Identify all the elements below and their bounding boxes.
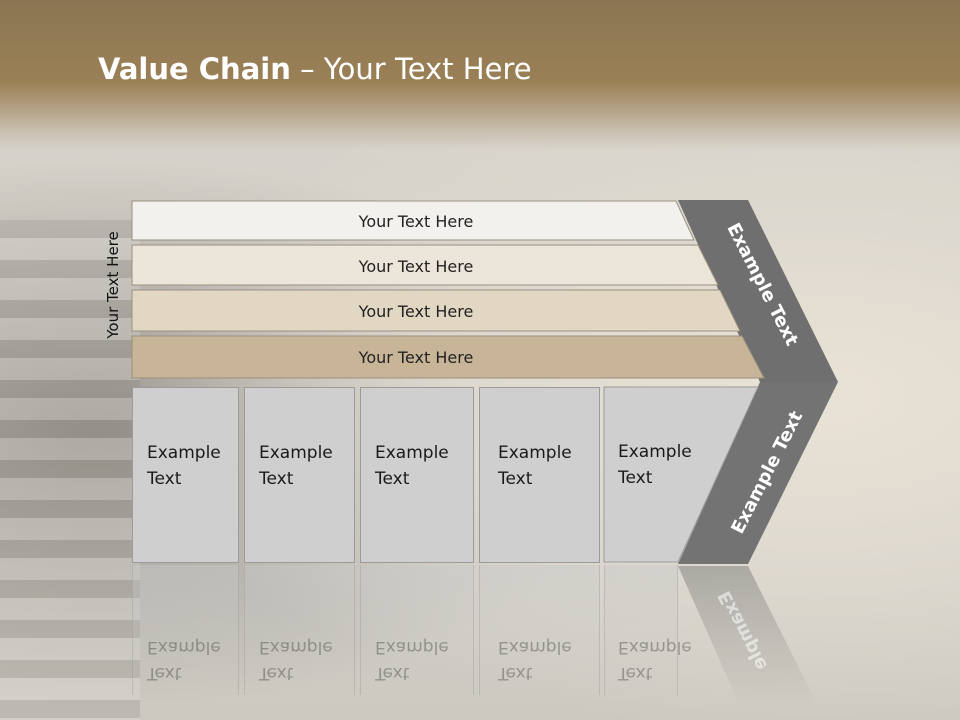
- column-3: Example Text: [360, 387, 474, 563]
- bar-label-1: Your Text Here: [358, 211, 474, 231]
- slide-title: Value Chain – Your Text Here: [98, 52, 532, 86]
- title-bold: Value Chain: [98, 52, 291, 86]
- column-3-line2: Text: [375, 469, 410, 489]
- bar-shape-1: [131, 200, 695, 241]
- column-4-reflection: [479, 565, 600, 695]
- column-3-reflection: [360, 565, 474, 695]
- column-5-line2: Text: [618, 468, 653, 488]
- chevron-upper: [678, 200, 838, 382]
- column-5-reflection: [604, 565, 678, 695]
- column-4-line1: Example: [498, 443, 572, 463]
- header-band: [0, 0, 960, 150]
- column-1-line1: Example: [147, 443, 221, 463]
- column-5-line1: Example: [618, 442, 692, 462]
- column-4: Example Text: [479, 387, 600, 563]
- column-2: Example Text: [244, 387, 355, 563]
- column-2-reflection: [244, 565, 355, 695]
- bar-label-3: Your Text Here: [358, 301, 474, 321]
- bar-label-2: Your Text Here: [358, 256, 474, 276]
- chevron-lower: [678, 382, 838, 564]
- background-chairs: [0, 220, 140, 720]
- chevron-reflection: [678, 566, 818, 706]
- bar-shape-2: [131, 244, 719, 286]
- column-1-reflection: [132, 565, 239, 695]
- title-rest: – Your Text Here: [290, 52, 532, 86]
- column-3-line1: Example: [375, 443, 449, 463]
- column-4-line2: Text: [498, 469, 533, 489]
- bar-shape-3: [131, 289, 741, 332]
- bar-shape-4: [131, 335, 765, 379]
- column-5: Example Text: [618, 439, 692, 491]
- column-2-line1: Example: [259, 443, 333, 463]
- column-1: Example Text: [132, 387, 239, 563]
- bar-label-4: Your Text Here: [358, 347, 474, 367]
- column-1-line2: Text: [147, 469, 182, 489]
- column-2-line2: Text: [259, 469, 294, 489]
